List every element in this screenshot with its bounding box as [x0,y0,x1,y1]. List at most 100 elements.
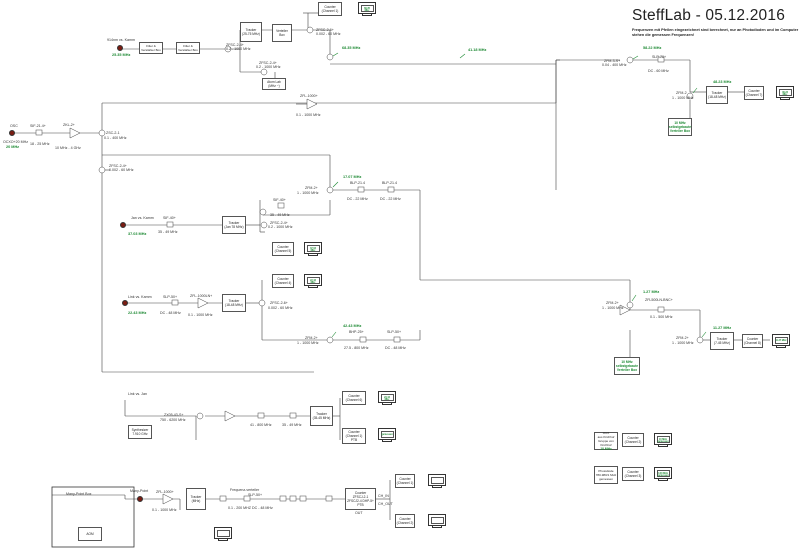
freq-1: 1.27 MHz [643,290,660,294]
freq-41: 41.18 MHz [468,48,487,52]
freq-verteiler-label: Frequenz-verteiler [230,488,260,492]
zfm2-r2-range: 1 - 1000 MHz [602,306,624,310]
many-point-label: Many-Point [130,489,149,493]
monitor-mp-1 [428,474,446,488]
zfsc24-e-label: ZFSC-2-6+ [270,301,288,305]
monitor-r1: 48.23 MHz [776,86,794,100]
zx05-label: ZX05-43-S+ [164,413,184,417]
zfm2-1-range: 1 - 1000 MHz [297,191,319,195]
aom-box: AOM [78,527,102,541]
zfm2-r1-label: ZFM-2 [676,91,687,95]
counter-ch1-top: Counter(Channel 1) [318,2,342,16]
slp50-label: SLP-50+ [163,295,178,299]
legend-counter-ch3: Counter(Channel 3) [622,467,644,481]
zfsc24-b-label: ZFSC-2-6+ [316,28,334,32]
freq-48: 48.23 MHz [713,80,732,84]
zfl1000-range: 0.1 - 1000 MHz [296,113,321,117]
monitor-mp-3 [214,527,232,541]
verteiler-r1: 10 MHz selbstgebaute Verteiler Box [668,118,692,136]
tracker-r2: Tracker(7-45 MHz) [710,332,734,350]
jan-oscillator-icon [120,222,126,228]
freq-68: 68.35 MHz [342,46,361,50]
sif40-label: SIF-40+ [273,198,286,202]
zfsc24-d-label: ZFSC-2-4+ [270,221,288,225]
counter-mp-ch1: Counter(Channel 1) [395,474,415,488]
zfl500-range: 0.1 - 500 MHz [650,315,673,319]
zfl1000-b-label: ZFL-1000+ [156,490,174,494]
freq-17: 17.07 MHz [343,175,362,179]
slp50-b-label: SLP-50+ [387,330,402,334]
zfsc24-c-range: 0.2 - 1000 MHz [256,65,281,69]
zfm2-r3-range: 1 - 1000 MHz [672,341,694,345]
verteiler-r2: 10 MHz selbstgebaute Verteiler Box [614,357,640,375]
zfm3s-range: 0.04 - 400 MHz [602,63,627,67]
zfl1000-b-range: 0.1 - 1000 MHz [152,508,177,512]
zfm3s-label: ZFM-3-S+ [604,59,621,63]
zfl500-label: ZFL500LN-BNC+ [645,298,673,302]
out-label: OUT [355,511,363,515]
blp21-a-range: DC - 22 MHz [347,197,368,201]
counter-lj2: Counter(Channel 1)PTB [342,428,366,444]
counter-ch5: Counter(Channel 5) [272,242,294,256]
monitor-lj1: 23.44 MHz [378,391,396,405]
zfm2-r2-label: ZFM-2+ [606,301,619,305]
zfsc24-e-range: 0.002 - 60 MHz [268,306,293,310]
zfsc24-c-label: ZFSC-2-4+ [259,61,277,65]
ocxo-frequency: 20 MHz [6,145,20,149]
sif40-b-label: SIF-40+ [163,216,176,220]
zfm2-1-label: ZFM-2+ [305,186,318,190]
slp50-range: DC - 48 MHz [160,311,181,315]
jan-frequency: 37.03 MHz [128,232,147,236]
atom-lab-box: Atom Lab(MHz ~) [262,78,286,90]
bp41-range: 41 - 800 MHz [250,423,272,427]
counter-lj1: Counter(Channel 6) [342,391,366,405]
zx05-range: 750 - 6200 MHz [160,418,186,422]
blp21-a-label: BLP-21.4 [350,181,365,185]
zfsc24-a-label: ZFSC-2-4+ [226,43,244,47]
zsc21-label: ZSC-2-1 [106,131,120,135]
freq-58: 58.22 MHz [643,46,662,50]
zfl1000-label: ZFL-1000+ [300,94,318,98]
zfsc24-d-range: 0.2 - 1000 MHz [268,225,293,229]
zfl1000ln-label: ZFL-1000LN+ [190,294,213,298]
page-subtitle: Frequenzen mit Pfeilen eingezeichnet sin… [632,28,799,37]
tracker-top: Tracker(25-75 MHz) [240,22,262,42]
monitor-ch4: 22.43 MHz [304,274,322,288]
zfsc24-mid-range: 0.002 - 60 MHz [109,168,134,172]
zkl2-range: 10 MHz - 4 GHz [55,146,81,150]
ocxo-sub-label: OCXO+20 MHz [3,140,29,144]
filter-box-1: Filter & Verstärker Box [139,42,163,54]
verteiler-box: Verteiler Box [272,24,292,42]
many-point-oscillator-icon [137,496,143,502]
ch-in-label: CH_IN [378,494,389,498]
link-oscillator-icon [122,300,128,306]
slp50-c-label: SLP-50+ [248,493,263,497]
slp50-c-range: DC - 48 MHz [252,506,273,510]
link-jan-label: Link vs. Jan [128,392,147,396]
zfsc24-b-range: 0.002 - 60 MHz [316,32,341,36]
page-title: SteffLab - 05.12.2016 [632,7,786,24]
legend-counter-ch2: Counter(Channel 2) [622,433,644,447]
many-point-box-label: Many-Point Box [66,492,92,496]
legend-monitor-2: 0.00 MHz gemessen [654,467,672,481]
tracker-lj: Tracker(35-45 MHz) [310,406,333,426]
monitor-ch5: 37.03 MHz [304,242,322,256]
ocxo-oscillator-icon [9,130,15,136]
slp50-b-range: DC - 48 MHz [385,346,406,350]
tracker-mp: Tracker(MHz) [186,488,206,510]
bp35-range: 35 - 49 MHz [282,423,302,427]
tracker-jan: Tracker(Jan 78 MHz) [222,216,246,234]
slp70-range: DC - 60 MHz [648,69,669,73]
zfsc24-mid-label: ZFSC-2-4+ [109,164,127,168]
tracker-link: Tracker(18-48 MHz) [222,294,246,312]
freq-11: 11.27 MHz [713,326,732,330]
monitor-r2: 11.27 MHz [772,334,790,348]
jan-kamm-label: Jan vs. Kamm [131,216,154,220]
laser-914-frequency: 25.35 MHz [112,53,131,57]
counter-r2: Counter(Channel 8) [742,334,763,348]
sif21-range: 18 - 25 MHz [30,142,50,146]
